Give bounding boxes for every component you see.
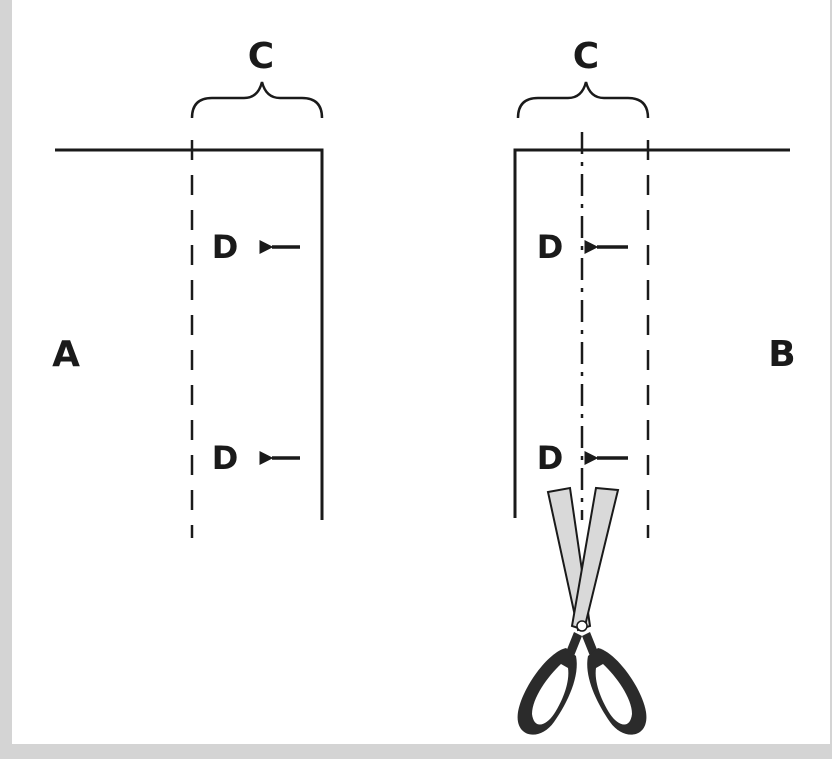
right-edge-line xyxy=(513,148,790,518)
scissors-icon xyxy=(517,486,647,735)
right-marker-bottom-label: D xyxy=(537,439,564,477)
left-width-label: C xyxy=(248,36,274,77)
right-width-brace xyxy=(516,81,650,119)
panel-b: C B D D xyxy=(513,36,796,538)
panel-a: C A D D xyxy=(52,36,324,538)
right-width-label: C xyxy=(573,36,599,77)
left-marker-top-label: D xyxy=(212,228,239,266)
left-width-brace xyxy=(190,81,324,119)
left-edge-line xyxy=(55,148,324,520)
panel-b-label: B xyxy=(768,334,795,375)
panel-a-label: A xyxy=(52,334,80,375)
diagram-panel xyxy=(12,0,830,744)
right-marker-top-label: D xyxy=(537,228,564,266)
left-marker-bottom-label: D xyxy=(212,439,239,477)
